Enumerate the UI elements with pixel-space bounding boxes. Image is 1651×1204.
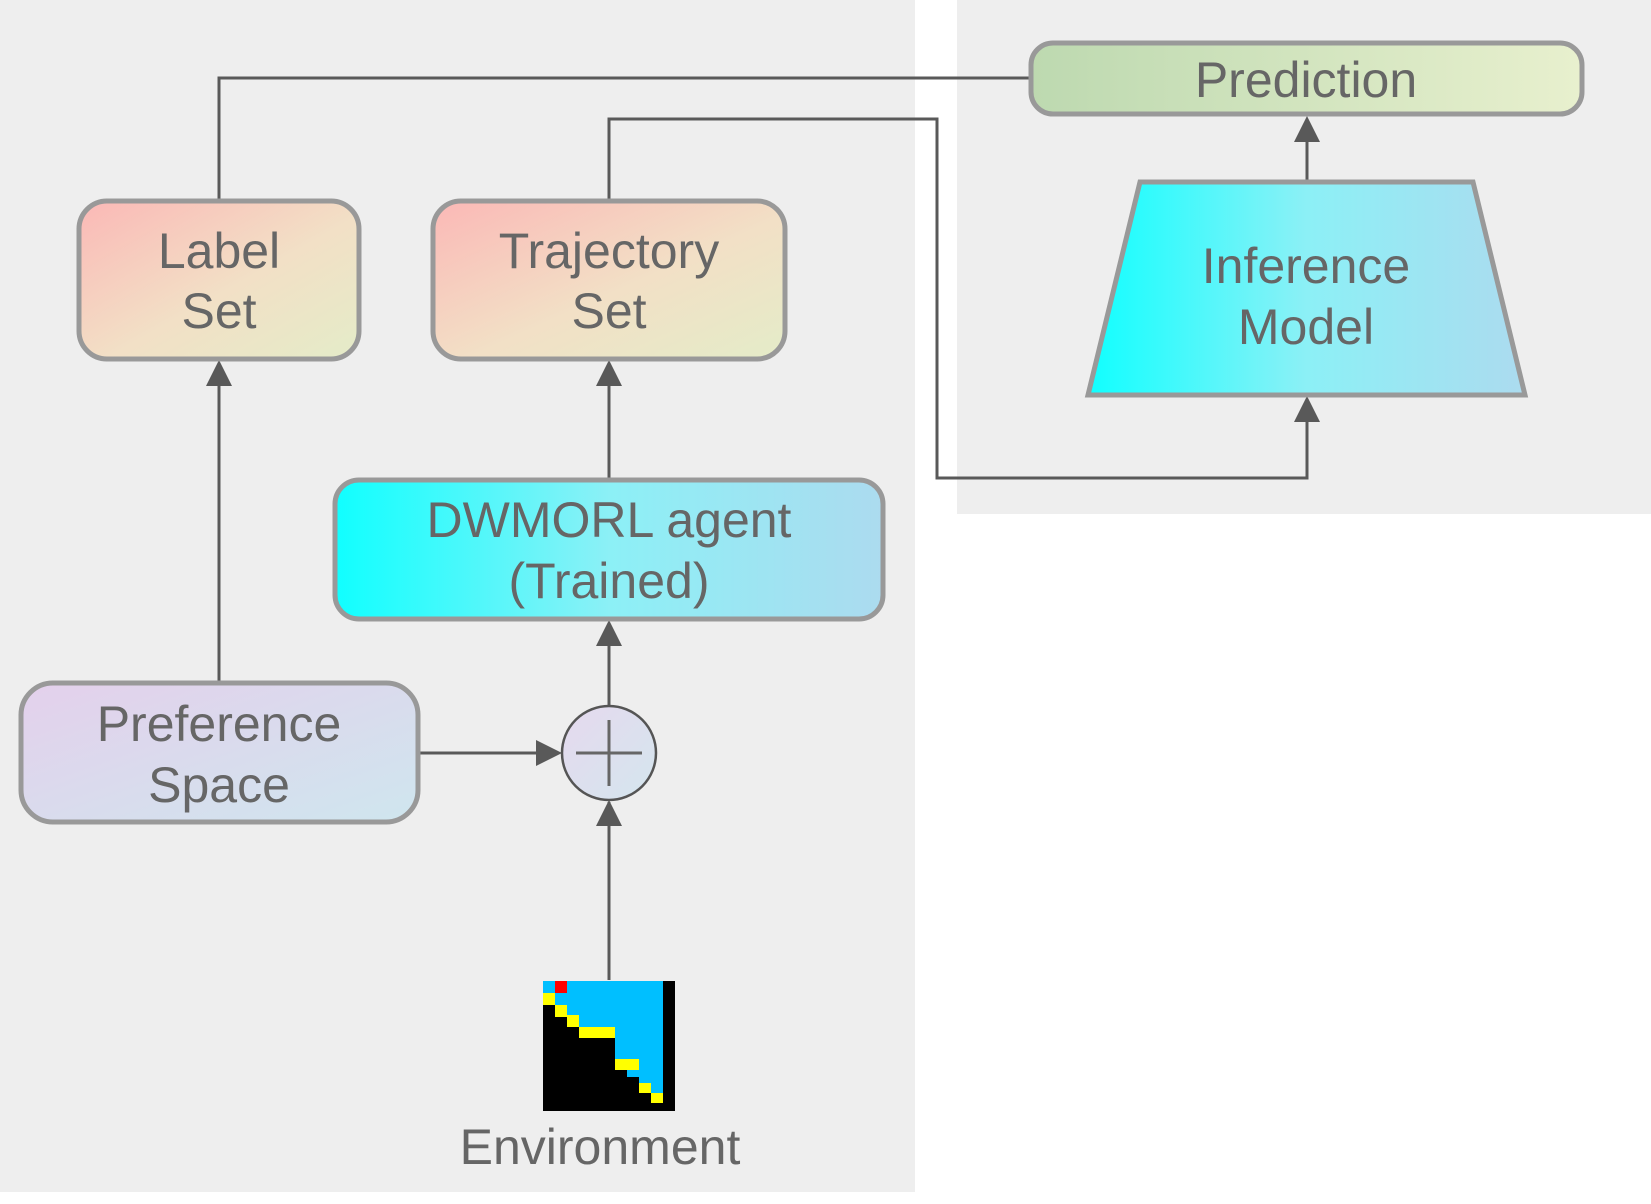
sum-node [560,704,658,802]
environment-agent-cell [555,981,567,993]
trajectory-set-label-line1: Trajectory [499,223,719,279]
label-set-label-line1: Label [158,223,280,279]
arrowhead-inference-to-prediction [1294,116,1320,142]
agent-node: DWMORL agent (Trained) [332,477,886,622]
arrowhead-preference-to-sum [536,740,562,766]
arrowhead-preference-to-label [206,360,232,386]
inference-model-label-line2: Model [1238,299,1374,355]
arrowhead-environment-to-sum [596,800,622,826]
arrowhead-sum-to-agent [596,620,622,646]
arrowhead-agent-to-trajectory [596,360,622,386]
edges [206,76,1320,980]
inference-model-node: Inference Model [1084,179,1529,398]
trajectory-set-label-line2: Set [571,283,646,339]
prediction-node: Prediction [1028,40,1585,117]
prediction-label: Prediction [1195,52,1417,108]
preference-space-label-line1: Preference [97,696,342,752]
arrowhead-trajectory-to-inference [1294,396,1320,422]
environment-water-region [543,981,663,1103]
agent-label-line1: DWMORL agent [427,492,792,548]
agent-label-line2: (Trained) [509,553,710,609]
plus-icon [576,720,642,786]
trajectory-set-node: Trajectory Set [430,198,788,362]
inference-model-label-line1: Inference [1202,238,1410,294]
preference-space-label-line2: Space [148,757,290,813]
label-set-label-line2: Set [181,283,256,339]
label-set-node: Label Set [76,198,362,362]
environment-path [543,993,663,1103]
environment-label: Environment [460,1119,741,1175]
environment-image [543,981,675,1111]
preference-space-node: Preference Space [18,680,421,825]
edge-trajectory-to-inference [607,117,1309,480]
edge-prediction-to-label [217,76,1031,200]
